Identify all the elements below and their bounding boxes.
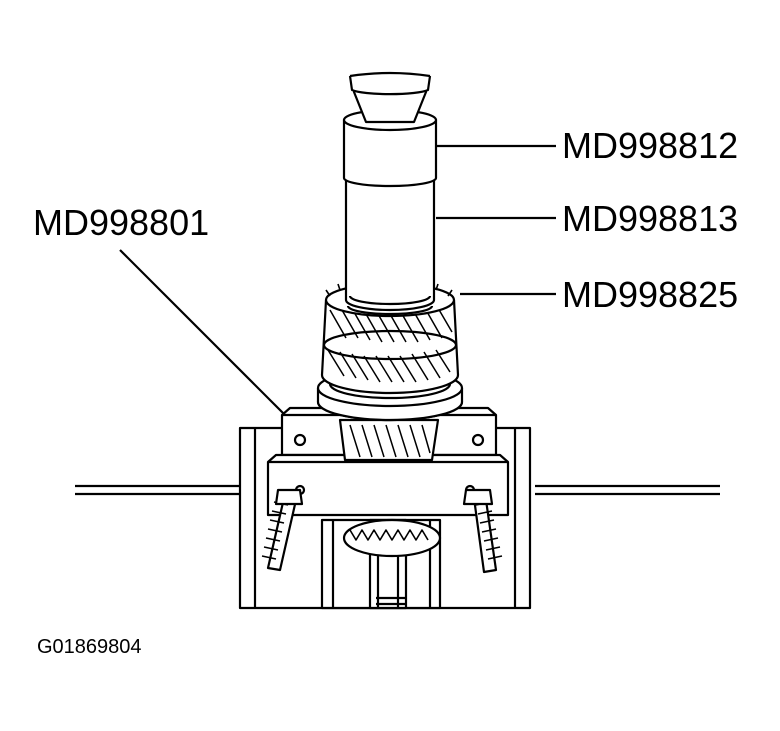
bolt-left — [261, 488, 304, 572]
leader-lines — [119, 144, 556, 415]
gear-lower — [338, 418, 440, 462]
bearing-separator — [266, 406, 510, 517]
figure-id: G01869804 — [37, 636, 142, 658]
bolt-right — [462, 488, 503, 574]
output-shaft — [342, 518, 442, 610]
label-md998825: MD998825 — [562, 274, 739, 315]
label-md998801: MD998801 — [33, 202, 210, 243]
tool-cylinder — [344, 176, 436, 316]
label-md998812: MD998812 — [562, 125, 739, 166]
work-surface — [75, 484, 720, 496]
label-md998813: MD998813 — [562, 198, 739, 239]
press-ram — [348, 71, 432, 124]
